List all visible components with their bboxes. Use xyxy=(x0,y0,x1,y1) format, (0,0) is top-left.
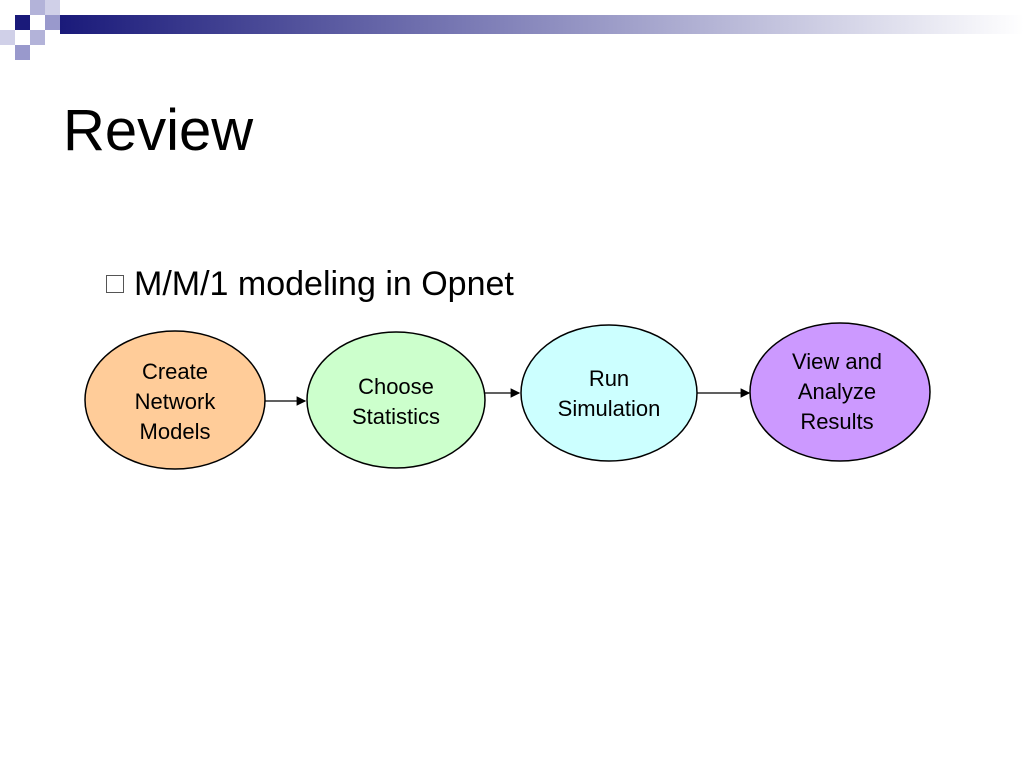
node-label-choose: Choose Statistics xyxy=(351,374,441,429)
header-decoration xyxy=(0,0,1024,60)
bullet-item: M/M/1 modeling in Opnet xyxy=(106,262,514,306)
node-label-create: Create Network Models xyxy=(134,359,216,444)
checkbox-bullet-icon xyxy=(106,275,124,293)
bullet-text: M/M/1 modeling in Opnet xyxy=(134,265,514,303)
node-create-network-models xyxy=(84,330,266,470)
slide-title: Review xyxy=(63,98,254,163)
node-choose-statistics xyxy=(306,331,486,469)
node-label-view: View and Analyze Results xyxy=(791,349,883,434)
node-label-run: Run Simulation xyxy=(557,366,661,421)
